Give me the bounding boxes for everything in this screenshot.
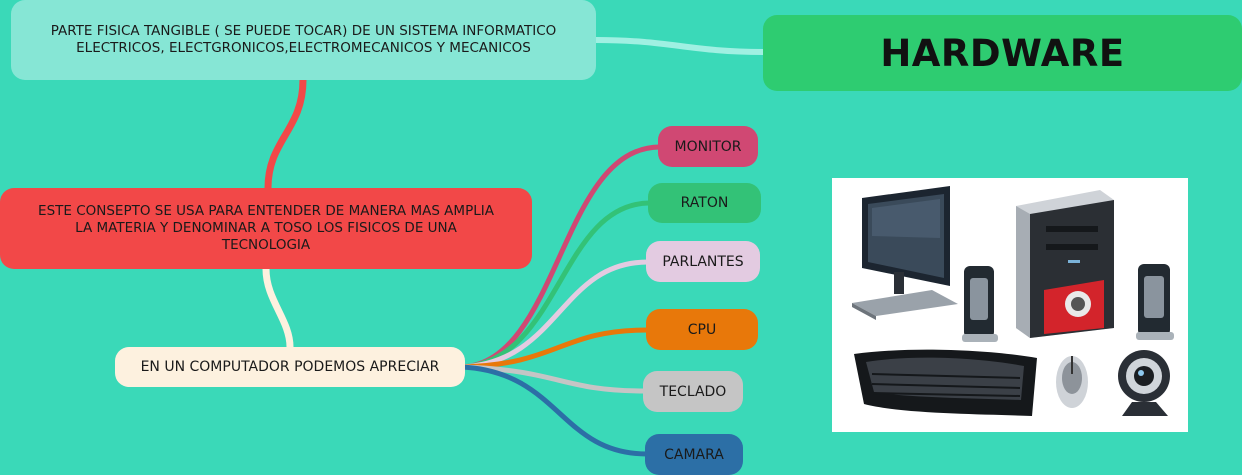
link-computer-to-parlantes: [459, 259, 651, 370]
concept-line-2: LA MATERIA Y DENOMINAR A TOSO LOS FISICO…: [75, 220, 457, 236]
raton-label: RATON: [680, 195, 729, 211]
monitor-node[interactable]: MONITOR: [658, 126, 758, 167]
definition-text: PARTE FISICA TANGIBLE ( SE PUEDE TOCAR) …: [51, 23, 557, 57]
parlantes-label: PARLANTES: [662, 253, 744, 270]
camara-label: CAMARA: [664, 446, 724, 463]
link-definition-to-concept: [264, 76, 307, 192]
monitor-label: MONITOR: [674, 138, 742, 155]
parlantes-node[interactable]: PARLANTES: [646, 241, 760, 282]
definition-node[interactable]: PARTE FISICA TANGIBLE ( SE PUEDE TOCAR) …: [11, 0, 596, 80]
mouse-icon: [1056, 356, 1088, 408]
speaker-icon: [962, 264, 1174, 342]
camara-node[interactable]: CAMARA: [645, 434, 743, 475]
computer-node-label: EN UN COMPUTADOR PODEMOS APRECIAR: [140, 359, 440, 375]
definition-line-1: PARTE FISICA TANGIBLE ( SE PUEDE TOCAR) …: [50, 23, 557, 39]
link-computer-to-raton: [459, 200, 653, 370]
main-topic-label: HARDWARE: [880, 31, 1125, 75]
teclado-label: TECLADO: [659, 383, 727, 400]
concept-text: ESTE CONSEPTO SE USA PARA ENTENDER DE MA…: [38, 203, 494, 254]
link-main-to-definition: [593, 37, 766, 55]
cpu-node[interactable]: CPU: [646, 309, 758, 350]
teclado-node[interactable]: TECLADO: [643, 371, 743, 412]
cpu-tower-icon: [1016, 190, 1114, 338]
link-concept-to-computer: [262, 265, 294, 351]
computer-node[interactable]: EN UN COMPUTADOR PODEMOS APRECIAR: [115, 347, 465, 387]
monitor-icon: [852, 186, 958, 320]
link-computer-to-camara: [459, 364, 650, 457]
hardware-illustration: [852, 186, 1174, 416]
webcam-icon: [1118, 350, 1170, 416]
concept-line-3: TECNOLOGIA: [221, 237, 311, 253]
cpu-label: CPU: [687, 321, 717, 338]
link-computer-to-cpu: [459, 327, 651, 370]
definition-line-2: ELECTRICOS, ELECTGRONICOS,ELECTROMECANIC…: [76, 40, 531, 56]
concept-line-1: ESTE CONSEPTO SE USA PARA ENTENDER DE MA…: [38, 203, 494, 219]
link-computer-to-teclado: [459, 364, 648, 394]
hardware-photo: [832, 178, 1188, 432]
concept-node[interactable]: ESTE CONSEPTO SE USA PARA ENTENDER DE MA…: [0, 188, 532, 269]
main-topic-node[interactable]: HARDWARE: [763, 15, 1242, 91]
raton-node[interactable]: RATON: [648, 183, 761, 223]
keyboard-icon: [854, 349, 1037, 416]
